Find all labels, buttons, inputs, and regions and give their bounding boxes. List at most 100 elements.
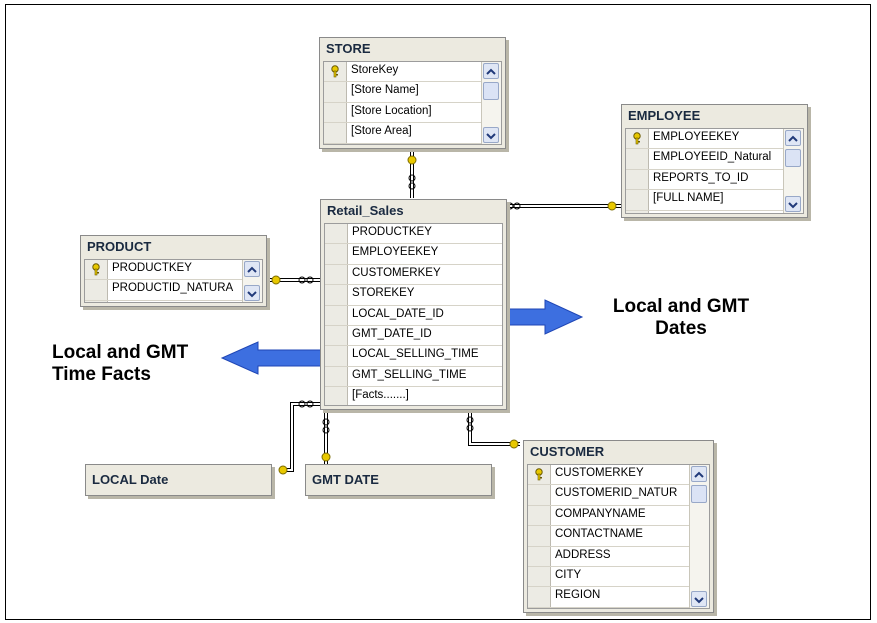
row-selector[interactable]	[324, 102, 347, 123]
column-row[interactable]: [Store Location]	[324, 102, 501, 124]
row-selector[interactable]	[85, 300, 108, 302]
column-row[interactable]: CITY	[528, 566, 709, 588]
column-row[interactable]: [FULL NAME]	[626, 190, 803, 211]
scroll-up-icon[interactable]	[691, 466, 707, 482]
column-row[interactable]: PRODUCTNAME	[85, 300, 262, 302]
row-selector[interactable]	[626, 169, 649, 190]
row-selector[interactable]	[626, 129, 649, 149]
row-selector[interactable]	[85, 260, 108, 280]
column-row[interactable]: REGION	[528, 587, 709, 608]
column-row[interactable]: LASTNAME	[626, 210, 803, 213]
row-selector[interactable]	[528, 485, 551, 505]
scroll-up-icon[interactable]	[785, 130, 801, 146]
column-row[interactable]: CUSTOMERKEY	[325, 264, 502, 286]
row-selector[interactable]	[528, 546, 551, 566]
scroll-down-icon[interactable]	[785, 196, 801, 212]
scrollbar[interactable]	[689, 465, 709, 608]
column-name: StoreKey	[351, 64, 399, 76]
column-row[interactable]: PRODUCTKEY	[85, 260, 262, 281]
row-selector[interactable]	[325, 285, 348, 305]
column-row[interactable]: POSTALCODE	[528, 607, 709, 608]
row-selector[interactable]	[324, 82, 347, 102]
scroll-up-icon[interactable]	[244, 261, 260, 277]
column-row[interactable]: [Facts.......]	[325, 387, 502, 405]
scrollbar[interactable]	[481, 62, 501, 144]
row-selector[interactable]	[325, 264, 348, 285]
column-row[interactable]: ADDRESS	[528, 546, 709, 567]
row-selector[interactable]	[325, 325, 348, 346]
row-selector[interactable]	[528, 607, 551, 608]
scrollbar[interactable]	[242, 260, 262, 302]
table-local-date[interactable]: LOCAL Date	[85, 464, 272, 496]
row-selector[interactable]	[324, 123, 347, 143]
column-name: CONTACTNAME	[555, 528, 643, 541]
table-store[interactable]: STORE StoreKey[Store Name][Store Locatio…	[319, 37, 506, 149]
link-customer-retail[interactable]	[466, 408, 520, 449]
link-employee-retail[interactable]	[503, 201, 621, 211]
column-row[interactable]: EMPLOYEEID_Natural	[626, 149, 803, 170]
row-selector[interactable]	[324, 62, 347, 82]
row-selector[interactable]	[325, 346, 348, 366]
link-gmtdate-retail[interactable]	[321, 408, 331, 464]
column-name: [Store Location]	[351, 104, 432, 117]
scrollbar[interactable]	[783, 129, 803, 213]
column-row[interactable]: CONTACTNAME	[528, 526, 709, 547]
row-selector[interactable]	[528, 566, 551, 587]
row-selector[interactable]	[325, 244, 348, 264]
row-selector[interactable]	[325, 305, 348, 325]
row-selector[interactable]	[626, 190, 649, 210]
column-name: [Facts.......]	[352, 389, 409, 402]
scroll-thumb[interactable]	[785, 149, 801, 167]
row-selector[interactable]	[626, 210, 649, 213]
column-row[interactable]: CUSTOMERKEY	[528, 465, 709, 486]
table-product[interactable]: PRODUCT PRODUCTKEYPRODUCTID_NATURAPRODUC…	[80, 235, 267, 307]
column-row[interactable]: REPORTS_TO_ID	[626, 169, 803, 191]
column-row[interactable]: [Store Name]	[324, 82, 501, 103]
column-row[interactable]: EMPLOYEEKEY	[626, 129, 803, 150]
column-name: [FULL NAME]	[653, 192, 724, 205]
column-name: REPORTS_TO_ID	[653, 171, 749, 184]
row-selector[interactable]	[626, 149, 649, 169]
column-row[interactable]: COMPANYNAME	[528, 505, 709, 527]
scroll-down-icon[interactable]	[483, 127, 499, 143]
row-selector[interactable]	[528, 465, 551, 485]
column-row[interactable]: GMT_SELLING_TIME	[325, 366, 502, 388]
scroll-down-icon[interactable]	[691, 591, 707, 607]
column-row[interactable]: GMT_DATE_ID	[325, 325, 502, 347]
row-selector[interactable]	[325, 387, 348, 405]
link-product-retail[interactable]	[265, 275, 320, 285]
scroll-up-icon[interactable]	[483, 63, 499, 79]
column-row[interactable]: STOREKEY	[325, 285, 502, 306]
column-row[interactable]: LOCAL_DATE_ID	[325, 305, 502, 326]
row-selector[interactable]	[528, 587, 551, 607]
column-row[interactable]: StoreKey	[324, 62, 501, 83]
row-selector[interactable]	[528, 505, 551, 526]
annotation-line: Local and GMT	[612, 296, 750, 317]
row-selector[interactable]	[528, 526, 551, 546]
column-row[interactable]: [Store Area]	[324, 123, 501, 144]
column-row[interactable]: CUSTOMERID_NATUR	[528, 485, 709, 506]
annotation-line: Dates	[655, 318, 707, 339]
row-selector[interactable]	[85, 280, 108, 300]
link-store-retail[interactable]	[407, 150, 417, 198]
scroll-thumb[interactable]	[691, 485, 707, 503]
column-row[interactable]: PRODUCTID_NATURA	[85, 280, 262, 301]
column-row[interactable]: LOCAL_SELLING_TIME	[325, 346, 502, 367]
row-selector[interactable]	[325, 366, 348, 387]
table-gmt-date[interactable]: GMT DATE	[305, 464, 492, 496]
scroll-down-icon[interactable]	[244, 285, 260, 301]
column-list[interactable]: StoreKey [Store Name][Store Location] [Sto…	[323, 61, 502, 145]
column-row[interactable]: PRODUCTKEY	[325, 224, 502, 245]
link-localdate-retail[interactable]	[278, 400, 320, 475]
primary-key-icon	[633, 132, 641, 145]
column-row[interactable]: EMPLOYEEKEY	[325, 244, 502, 265]
row-selector[interactable]	[325, 224, 348, 244]
scroll-thumb[interactable]	[483, 82, 499, 100]
